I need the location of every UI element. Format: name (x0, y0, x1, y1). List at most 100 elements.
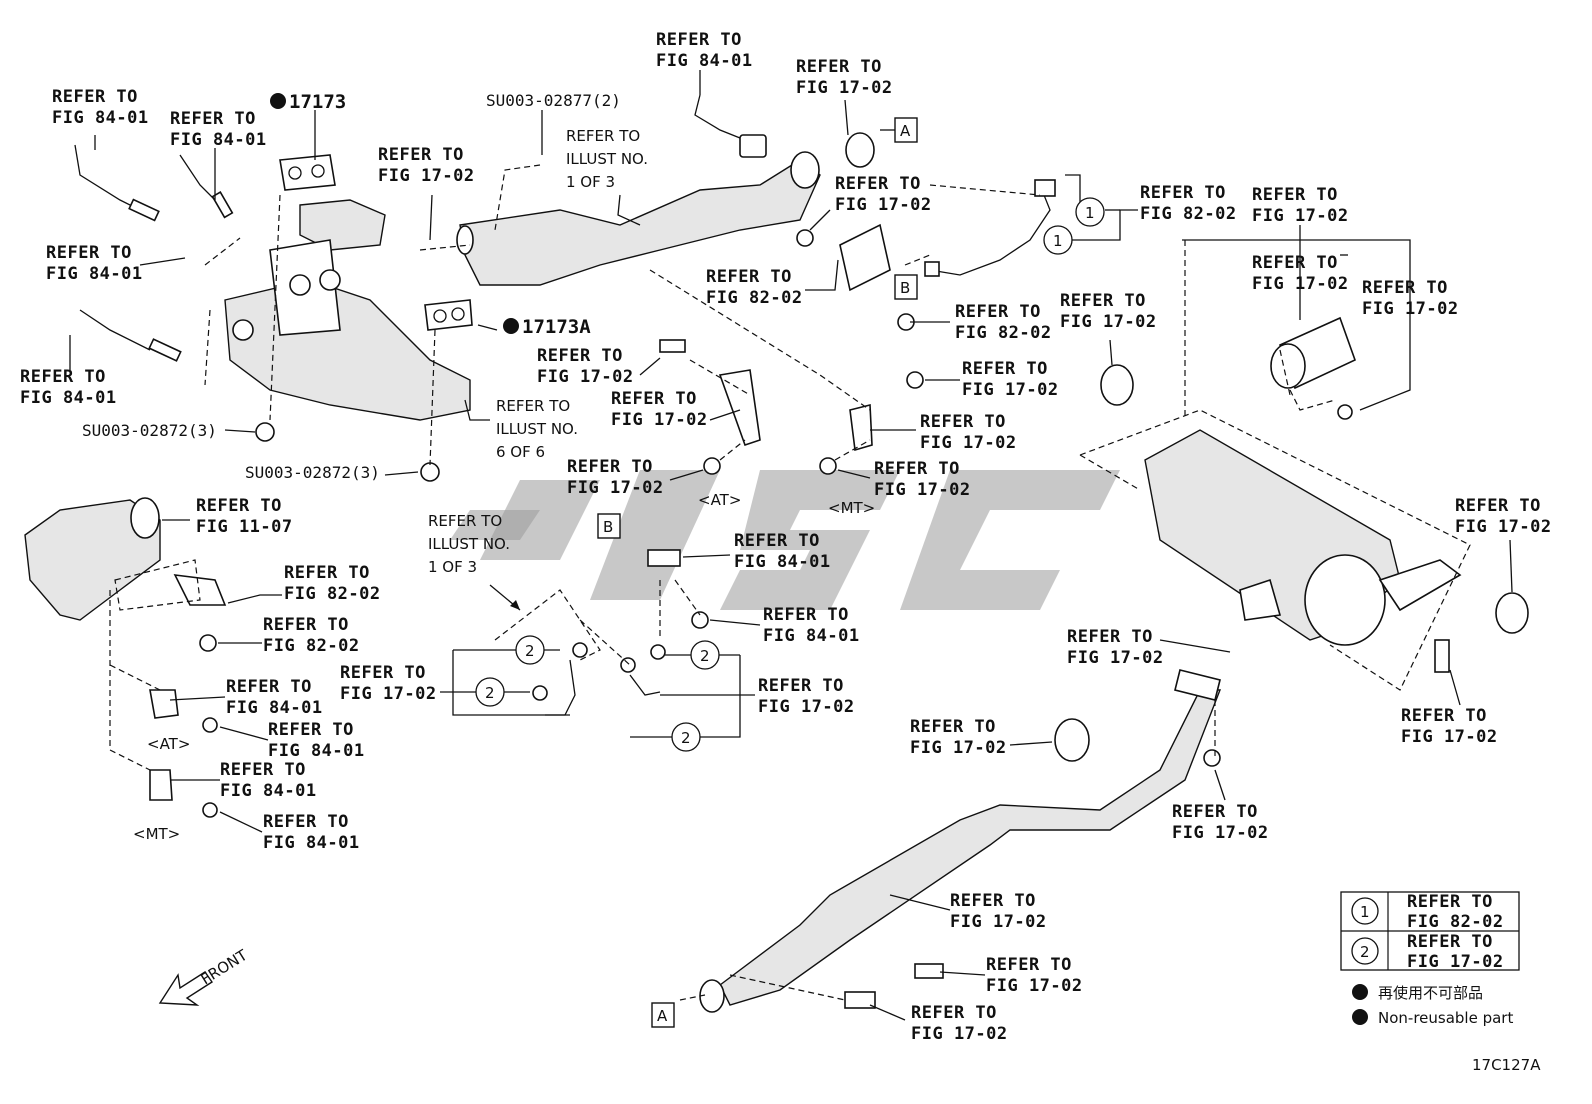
ref-clip-at-l1: REFER TO (226, 677, 312, 697)
box-b-top-label: B (900, 279, 910, 297)
ref-bracket-nut-l1: REFER TO (955, 302, 1041, 322)
illust-ref-top-l3: 1 OF 3 (566, 173, 615, 191)
part-number-17173a: 17173A (522, 316, 591, 338)
variant-at-left: <AT> (147, 735, 190, 753)
ref-gasket-l1: REFER TO (46, 243, 132, 263)
sensor-harness (924, 179, 1056, 277)
ref-nut-top-l1: REFER TO (835, 174, 921, 194)
ref-clip-mt-l2: FIG 84-01 (220, 781, 317, 801)
ref-bolt-mt-l2: FIG 17-02 (874, 480, 971, 500)
ref-o2-sensor-1-l1: REFER TO (52, 87, 138, 107)
ref-bracket-top-l1: REFER TO (706, 267, 792, 287)
legend-num-2: 2 (1360, 943, 1370, 961)
legend-num-1: 1 (1360, 903, 1370, 921)
front-label: FRONT (198, 946, 252, 989)
ref-bolt-sensor-l2: FIG 84-01 (763, 626, 860, 646)
ref-bracket-top-l2: FIG 82-02 (706, 288, 803, 308)
callout-circle-1b (1043, 225, 1073, 255)
ref-spring-l1: REFER TO (911, 1003, 997, 1023)
legend-non-reusable-jp: 再使用不可部品 (1378, 984, 1483, 1002)
ref-bolt-mid-l2: FIG 17-02 (537, 367, 634, 387)
ref-o2-sensor-1-l2: FIG 84-01 (52, 108, 149, 128)
legend: 1 2 REFER TO FIG 82-02 REFER TO FIG 17-0… (1340, 891, 1520, 1027)
ref-bolt-sensor-l1: REFER TO (763, 605, 849, 625)
legend-dot-en-icon (1352, 1009, 1368, 1025)
center-pipe (699, 669, 1222, 1013)
ref-bolt-at-l2: FIG 17-02 (567, 478, 664, 498)
ref-bracket-right-l1: REFER TO (920, 412, 1006, 432)
oxygen-sensor-3 (79, 309, 182, 362)
ref-bolt-left-l2: FIG 82-02 (263, 636, 360, 656)
ref-center-pipe-l1: REFER TO (950, 891, 1036, 911)
rear-muffler (1144, 429, 1462, 646)
callout-1b-num: 1 (1053, 232, 1063, 250)
ref-o2-sensor-4-l1: REFER TO (656, 30, 742, 50)
ref-bracket-nut-l2: FIG 82-02 (955, 323, 1052, 343)
ref-bolt-at-l1: REFER TO (567, 457, 653, 477)
ref-bolt-left-l1: REFER TO (263, 615, 349, 635)
gasket-17173-shape (279, 154, 336, 191)
oxygen-sensor-2 (179, 154, 234, 219)
ref-bolt-rear-l2: FIG 17-02 (1401, 727, 1498, 747)
callout-2c-num: 2 (700, 647, 710, 665)
hoses (532, 549, 681, 716)
ref-spring-l2: FIG 17-02 (911, 1024, 1008, 1044)
ref-sensor-mid-l1: REFER TO (734, 531, 820, 551)
legend-row1-l1: REFER TO (1407, 892, 1493, 912)
callout-circle-2c (690, 640, 720, 670)
ref-bolt-mt-left-l2: FIG 84-01 (263, 833, 360, 853)
dashed-leaders (109, 164, 1471, 1001)
watermark-logo (450, 470, 1120, 610)
part-number-clip: SU003-02877(2) (486, 91, 621, 110)
ref-o2-sensor-3-l2: FIG 84-01 (20, 388, 117, 408)
ref-bracket-left-l2: FIG 82-02 (284, 584, 381, 604)
ref-bolt-rear-l1: REFER TO (1401, 706, 1487, 726)
ref-hose-right-l1: REFER TO (758, 676, 844, 696)
ref-harness-l2: FIG 82-02 (1140, 204, 1237, 224)
ref-bolt-pipe-l2: FIG 17-02 (986, 976, 1083, 996)
ref-transmission-l1: REFER TO (196, 496, 282, 516)
variant-mt-mid: <MT> (828, 499, 875, 517)
ref-o2-sensor-4-l2: FIG 84-01 (656, 51, 753, 71)
ref-o2-sensor-2-l1: REFER TO (170, 109, 256, 129)
transmission-housing (24, 497, 227, 801)
diagram-code: 17C127A (1472, 1056, 1541, 1074)
ref-gasket-l2: FIG 84-01 (46, 264, 143, 284)
ref-mount-far-right-l1: REFER TO (1455, 496, 1541, 516)
leader-lines (69, 70, 1513, 1021)
ref-hose-right-l2: FIG 17-02 (758, 697, 855, 717)
ref-cutter-bolt-l1: REFER TO (1362, 278, 1448, 298)
gasket-17173a-shape (424, 299, 473, 331)
ref-clip-mt-l1: REFER TO (220, 760, 306, 780)
ref-stud-l1: REFER TO (378, 145, 464, 165)
ref-center-pipe-l2: FIG 17-02 (950, 912, 1047, 932)
ref-cutter-top-l2: FIG 17-02 (1252, 206, 1349, 226)
legend-dot-jp-icon (1352, 984, 1368, 1000)
ref-bracket-left-l1: REFER TO (284, 563, 370, 583)
ref-ring-top-l1: REFER TO (796, 57, 882, 77)
box-a-bottom (651, 1002, 675, 1028)
bolts (199, 229, 1450, 1009)
ref-o2-sensor-3-l1: REFER TO (20, 367, 106, 387)
box-b-top (894, 274, 918, 300)
part-number-nut-2: SU003-02872(3) (245, 463, 380, 482)
ref-cutter-top-l1: REFER TO (1252, 185, 1338, 205)
box-a-top (894, 117, 918, 143)
box-b-mid (597, 513, 621, 539)
callout-2b-num: 2 (485, 684, 495, 702)
front-catalytic-converter (456, 151, 821, 286)
ref-mount-right-l1: REFER TO (1060, 291, 1146, 311)
callout-circle-2a (515, 635, 545, 665)
ref-bolt-right-l2: FIG 17-02 (962, 380, 1059, 400)
legend-row2-l2: FIG 17-02 (1407, 952, 1504, 972)
non-reusable-dot-icon-2 (503, 318, 519, 334)
callout-2a-num: 2 (525, 642, 535, 660)
ref-bolt-mt-l1: REFER TO (874, 459, 960, 479)
ref-bolt-mid-l1: REFER TO (537, 346, 623, 366)
ref-ring-top-l2: FIG 17-02 (796, 78, 893, 98)
part-number-nut-1: SU003-02872(3) (82, 421, 217, 440)
ref-bolt-mt-left-l1: REFER TO (263, 812, 349, 832)
box-a-bottom-label: A (657, 1007, 668, 1025)
illust-ref-top-l1: REFER TO (566, 127, 640, 145)
